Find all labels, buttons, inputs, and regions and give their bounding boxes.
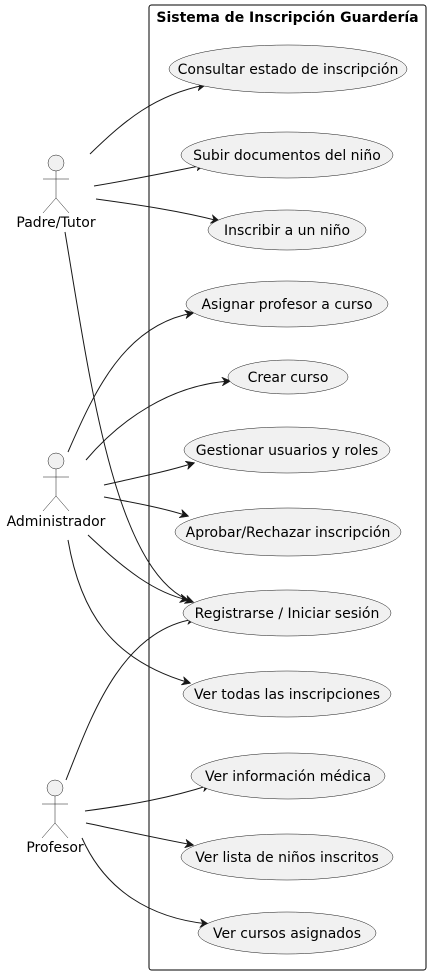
use-case-ellipse (182, 589, 392, 637)
use-case-label: Ver información médica (205, 769, 371, 785)
actor-profesor: Profesor (26, 779, 84, 856)
use-case-ellipse (174, 507, 402, 557)
use-case-ellipse (182, 670, 392, 718)
use-case-ellipse (183, 426, 391, 474)
actor-label: Administrador (7, 514, 106, 530)
association-admin-aprobar (103, 496, 188, 516)
use-case-ellipse (168, 44, 408, 94)
use-case-ellipse (197, 911, 377, 955)
use-case-label: Subir documentos del niño (193, 148, 381, 164)
use-case-label: Crear curso (248, 370, 329, 386)
use-cases: Consultar estado de inscripción Subir do… (168, 44, 408, 955)
association-admin-ver-todas (67, 539, 190, 683)
use-case-label: Gestionar usuarios y roles (196, 443, 378, 459)
actor-label: Profesor (26, 840, 84, 856)
use-case-inscribir: Inscribir a un niño (207, 209, 367, 251)
association-profesor-registrarse (65, 619, 195, 781)
associations (64, 85, 230, 924)
use-case-ellipse (185, 280, 389, 328)
use-case-ellipse (180, 833, 394, 881)
actor-padre: Padre/Tutor (16, 154, 96, 231)
use-case-aprobar: Aprobar/Rechazar inscripción (174, 507, 402, 557)
use-case-ellipse (190, 752, 386, 800)
use-case-gestionar: Gestionar usuarios y roles (183, 426, 391, 474)
stick-figure-icon (41, 779, 69, 839)
stick-figure-icon (42, 154, 70, 214)
use-case-label: Consultar estado de inscripción (178, 62, 399, 78)
association-profesor-ver-medica (84, 785, 210, 812)
system-boundary: Sistema de Inscripción Guardería (148, 4, 427, 971)
association-padre-inscribir (95, 198, 219, 221)
use-case-label: Ver todas las inscripciones (194, 687, 380, 703)
use-case-asignar: Asignar profesor a curso (185, 280, 389, 328)
use-case-ellipse (180, 131, 394, 179)
use-case-subir: Subir documentos del niño (180, 131, 394, 179)
system-boundary-rect (148, 4, 427, 971)
actor-admin: Administrador (7, 452, 106, 530)
use-case-label: Aprobar/Rechazar inscripción (186, 525, 391, 541)
association-admin-gestionar (103, 463, 194, 486)
stick-figure-icon (42, 452, 70, 512)
association-padre-subir (93, 165, 204, 187)
association-profesor-ver-cursos (81, 837, 208, 924)
use-case-consultar: Consultar estado de inscripción (168, 44, 408, 94)
use-case-label: Registrarse / Iniciar sesión (195, 606, 380, 622)
use-case-crear: Crear curso (227, 359, 349, 395)
system-title: Sistema de Inscripción Guardería (156, 10, 418, 26)
use-case-label: Asignar profesor a curso (201, 297, 372, 313)
use-case-ver-lista: Ver lista de niños inscritos (180, 833, 394, 881)
association-admin-registrarse (87, 534, 188, 600)
association-padre-registrarse (64, 231, 193, 602)
association-admin-asignar (67, 313, 193, 453)
use-case-label: Ver lista de niños inscritos (195, 850, 379, 866)
use-case-ver-todas: Ver todas las inscripciones (182, 670, 392, 718)
use-case-registrarse: Registrarse / Iniciar sesión (182, 589, 392, 637)
association-profesor-ver-lista (85, 822, 193, 845)
actor-label: Padre/Tutor (16, 215, 95, 231)
use-case-ver-cursos: Ver cursos asignados (197, 911, 377, 955)
use-case-label: Inscribir a un niño (224, 223, 350, 239)
use-case-label: Ver cursos asignados (213, 926, 361, 942)
use-case-ellipse (227, 359, 349, 395)
actors: Padre/Tutor Administrador Profesor (7, 154, 106, 856)
use-case-ver-medica: Ver información médica (190, 752, 386, 800)
association-admin-crear (85, 381, 230, 461)
association-padre-consultar (89, 85, 205, 155)
use-case-ellipse (207, 209, 367, 251)
